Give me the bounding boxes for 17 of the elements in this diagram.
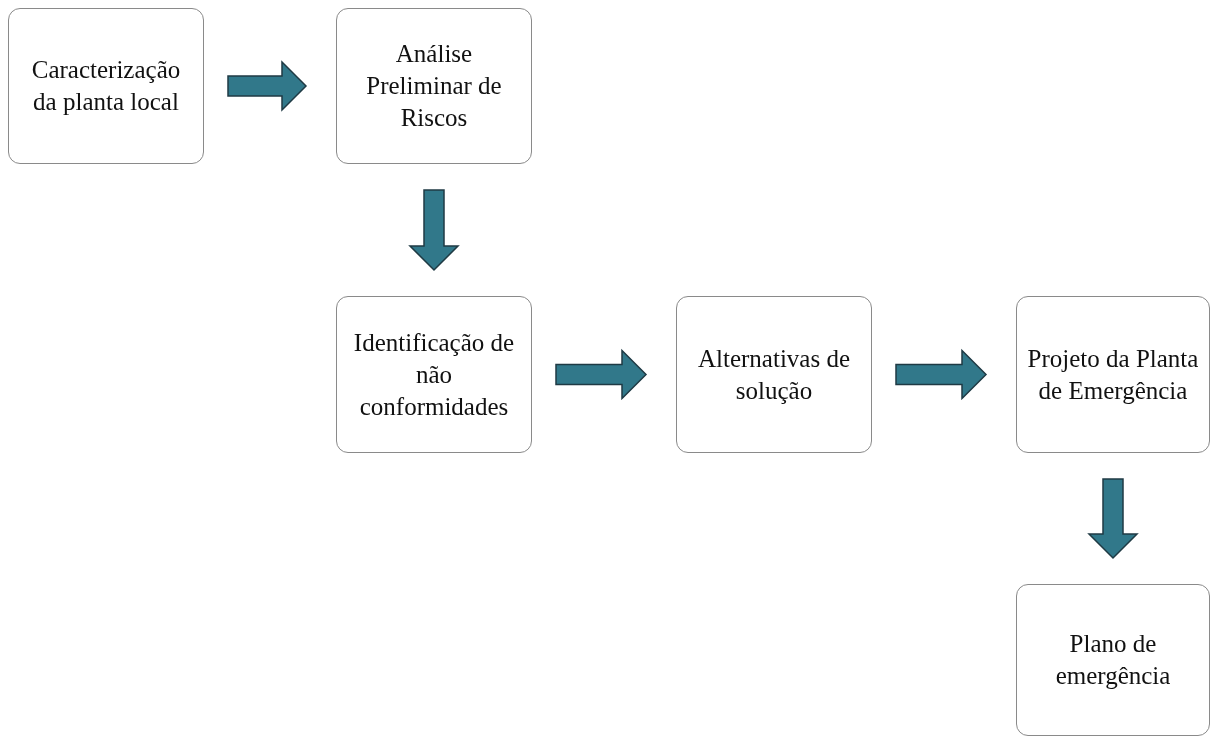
- box-text: Identificação de não conformidades: [352, 327, 516, 422]
- process-box: [1016, 584, 1210, 736]
- box-text: Projeto da Planta de Emergência: [1026, 343, 1200, 406]
- block-arrow: [408, 189, 460, 272]
- box-text: Plano de emergência: [1054, 629, 1172, 691]
- process-box: [336, 296, 532, 453]
- process-box: [8, 8, 204, 164]
- box-text: Caracterização da planta local: [30, 55, 182, 117]
- box-text: Análise Preliminar de Riscos: [365, 39, 503, 133]
- block-arrow: [227, 60, 308, 112]
- block-arrow: [895, 348, 988, 401]
- block-arrow: [555, 348, 648, 401]
- block-arrow: [1087, 478, 1139, 560]
- process-box: [676, 296, 872, 453]
- box-text: Alternativas de solução: [697, 343, 851, 406]
- process-box: [1016, 296, 1210, 453]
- process-box: [336, 8, 532, 164]
